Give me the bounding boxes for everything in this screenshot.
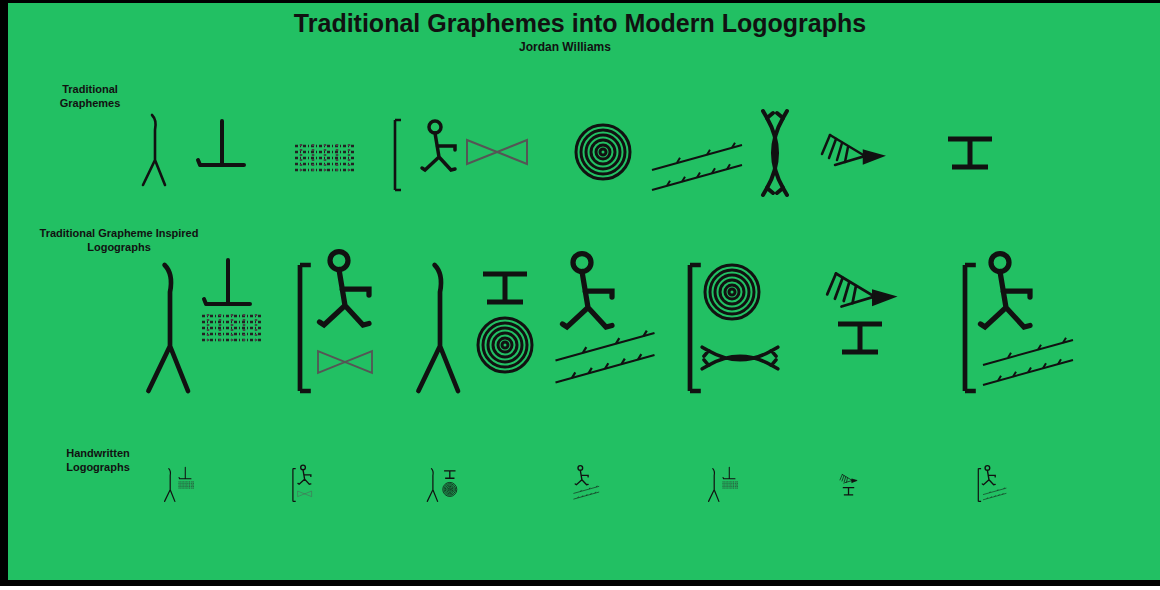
grapheme bbox=[198, 121, 244, 165]
green-panel bbox=[8, 3, 1160, 580]
handwritten-logograph bbox=[840, 474, 857, 494]
logograph bbox=[690, 265, 778, 391]
handwritten-logograph bbox=[573, 466, 599, 500]
traditional-graphemes-row bbox=[143, 111, 992, 195]
grapheme bbox=[576, 125, 630, 179]
logograph bbox=[418, 265, 532, 391]
handwritten-logograph bbox=[427, 469, 457, 502]
logograph bbox=[965, 254, 1073, 392]
row-label: Traditional Grapheme Inspired Logographs bbox=[24, 226, 214, 254]
frame-left bbox=[0, 0, 8, 586]
handwritten-logographs-row bbox=[165, 465, 1007, 501]
grapheme bbox=[763, 111, 787, 195]
grapheme bbox=[422, 121, 455, 170]
grapheme bbox=[652, 143, 742, 190]
frame-top bbox=[0, 0, 1160, 3]
grapheme bbox=[948, 139, 992, 167]
frame-bottom bbox=[0, 580, 1160, 586]
grapheme bbox=[143, 115, 165, 185]
grapheme bbox=[295, 144, 355, 172]
logograph bbox=[556, 254, 655, 383]
handwritten-logograph bbox=[978, 466, 1006, 502]
logograph bbox=[827, 274, 893, 353]
row-label: Handwritten Logographs bbox=[44, 446, 152, 474]
poster-title: Traditional Graphemes into Modern Logogr… bbox=[80, 8, 1080, 38]
logograph bbox=[148, 260, 262, 391]
handwritten-logograph bbox=[293, 465, 312, 501]
handwritten-logograph bbox=[165, 467, 195, 501]
grapheme bbox=[467, 140, 527, 164]
row-label: Traditional Graphemes bbox=[36, 82, 144, 110]
handwritten-logograph bbox=[709, 467, 739, 501]
inspired-logographs-row bbox=[148, 252, 1073, 392]
grapheme bbox=[395, 120, 401, 190]
grapheme bbox=[822, 135, 882, 165]
logograph bbox=[300, 252, 372, 392]
author-name: Jordan Williams bbox=[415, 40, 715, 55]
